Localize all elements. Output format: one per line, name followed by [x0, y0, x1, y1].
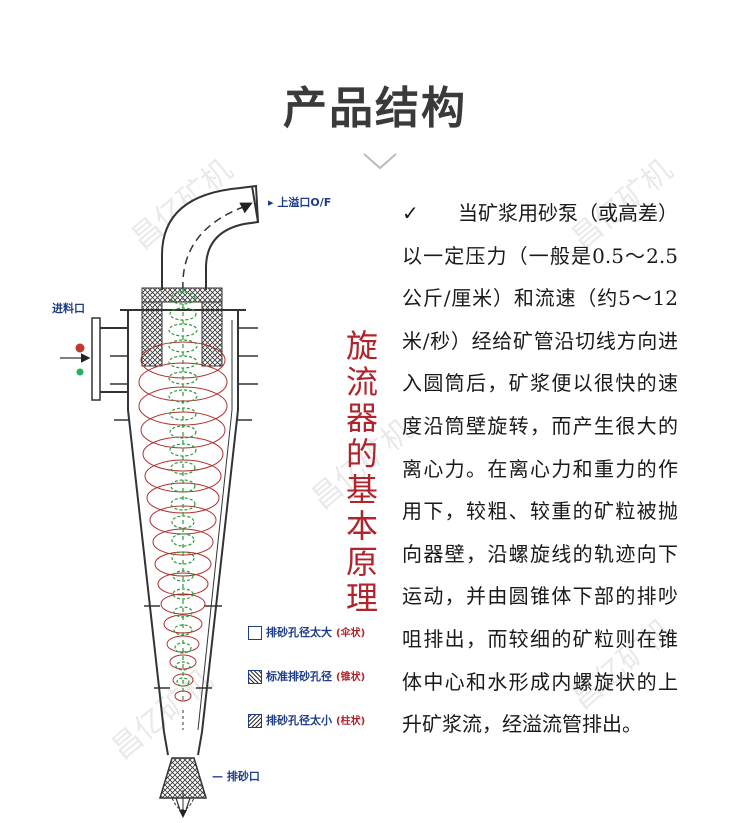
inner-spiral: [168, 288, 198, 700]
legend-note: (伞状): [336, 628, 366, 639]
vertical-title-char: 本: [345, 507, 378, 545]
legend-item-standard: 标准排砂孔径 (锥状): [248, 668, 365, 684]
legend-swatch-diagonal: [248, 714, 262, 728]
underflow-spigot: [158, 710, 208, 818]
feed-inlet: [60, 317, 128, 401]
description-body: 当矿浆用砂泵（或高差）以一定压力（一般是0.5～2.5公斤/厘米）和流速（约5～…: [402, 201, 678, 737]
legend-note: (锥状): [336, 672, 366, 683]
overflow-label-text: 上溢口O/F: [277, 196, 332, 209]
underflow-label: — 排砂口: [212, 770, 260, 783]
feed-label: 进料口: [52, 302, 85, 315]
legend-swatch-cross: [248, 670, 262, 684]
vertical-title-char: 理: [345, 579, 378, 617]
flanges: [110, 327, 258, 689]
overflow-label: ▸ 上溢口O/F: [268, 196, 332, 209]
cone-body: [127, 409, 239, 756]
vortex-finder: [141, 287, 223, 367]
legend-text: 排砂孔径太小: [266, 714, 332, 727]
chevron-down-icon: [363, 153, 397, 170]
vertical-title-char: 流: [345, 363, 378, 401]
vertical-title-char: 器: [345, 399, 378, 437]
vertical-title: 旋 流 器 的 基 本 原 理: [342, 328, 382, 616]
vertical-title-char: 的: [345, 435, 378, 473]
description-text: ✓当矿浆用砂泵（或高差）以一定压力（一般是0.5～2.5公斤/厘米）和流速（约5…: [402, 192, 678, 746]
overflow-pipe: [161, 184, 260, 291]
check-icon: ✓: [402, 201, 419, 225]
legend-swatch-empty: [248, 626, 262, 640]
legend-note: (柱状): [336, 716, 366, 727]
vertical-title-char: 基: [345, 471, 378, 509]
vertical-title-char: 旋: [345, 327, 378, 365]
page-title: 产品结构: [283, 83, 467, 134]
legend-item-large: 排砂孔径太大 (伞状): [248, 624, 365, 640]
underflow-label-text: 排砂口: [226, 770, 260, 783]
legend-text: 标准排砂孔径: [266, 670, 332, 683]
legend-item-small: 排砂孔径太小 (柱状): [248, 712, 365, 728]
hydrocyclone-diagram: [60, 184, 260, 818]
cylinder-body: [120, 309, 246, 410]
vertical-title-char: 原: [345, 543, 378, 581]
legend-text: 排砂孔径太大: [266, 626, 332, 639]
